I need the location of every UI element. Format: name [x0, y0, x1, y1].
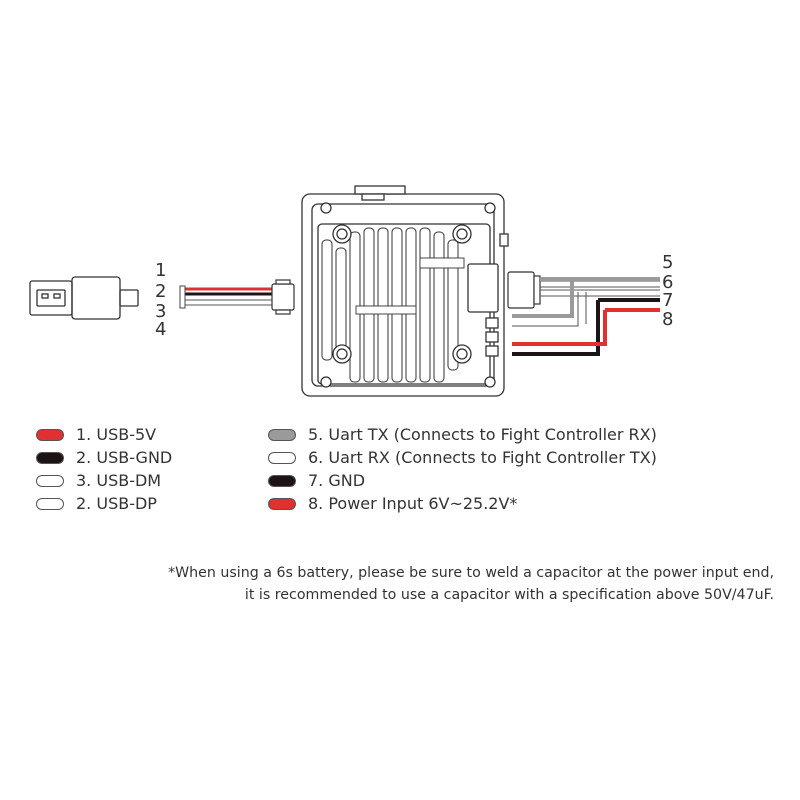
wire-color-swatch	[36, 428, 64, 441]
legend-item-usb-gnd: 2. USB-GND	[36, 448, 172, 467]
pin-number-5: 5	[662, 252, 674, 273]
legend-item-gnd: 7. GND	[268, 471, 365, 490]
legend-label: 7. GND	[308, 471, 366, 490]
wire-color-swatch	[268, 474, 296, 487]
legend-label: 8. Power Input 6V~25.2V*	[308, 494, 518, 513]
wire-color-swatch	[36, 451, 64, 464]
legend-label: 3. USB-DM	[76, 471, 162, 490]
legend-item-power-input: 8. Power Input 6V~25.2V*	[268, 494, 517, 513]
usb-plug-icon	[29, 276, 139, 320]
pin-number-4: 4	[155, 319, 167, 340]
legend-item-usb-dp: 2. USB-DP	[36, 494, 157, 513]
pin-number-7: 7	[662, 290, 674, 311]
mounting-screws	[320, 202, 496, 388]
capacitor-note-line-1: *When using a 6s battery, please be sure…	[168, 565, 774, 581]
pin-number-1: 1	[155, 260, 167, 281]
wire-color-swatch	[268, 497, 296, 510]
legend-label: 2. USB-GND	[76, 448, 173, 467]
left-connector	[271, 279, 295, 315]
legend-label: 2. USB-DP	[76, 494, 157, 513]
wire-color-swatch	[268, 451, 296, 464]
wire-color-swatch	[36, 497, 64, 510]
legend-item-uart-tx: 5. Uart TX (Connects to Fight Controller…	[268, 425, 657, 444]
pin-number-6: 6	[662, 272, 674, 293]
legend-label: 5. Uart TX (Connects to Fight Controller…	[308, 425, 657, 444]
capacitor-note-line-2: it is recommended to use a capacitor wit…	[244, 587, 774, 603]
wire-color-swatch	[268, 428, 296, 441]
legend-label: 1. USB-5V	[76, 425, 157, 444]
uart-power-wires	[512, 277, 660, 356]
usb-wires	[179, 285, 272, 309]
wire-color-swatch	[36, 474, 64, 487]
pin-number-8: 8	[662, 309, 674, 330]
legend-item-uart-rx: 6. Uart RX (Connects to Fight Controller…	[268, 448, 657, 467]
pin-number-2: 2	[155, 281, 167, 302]
pin-number-3: 3	[155, 301, 167, 322]
right-connector	[507, 271, 541, 309]
vtx-module	[301, 185, 509, 397]
legend-label: 6. Uart RX (Connects to Fight Controller…	[308, 448, 657, 467]
legend-item-usb-dm: 3. USB-DM	[36, 471, 161, 490]
legend-item-usb-5v: 1. USB-5V	[36, 425, 156, 444]
